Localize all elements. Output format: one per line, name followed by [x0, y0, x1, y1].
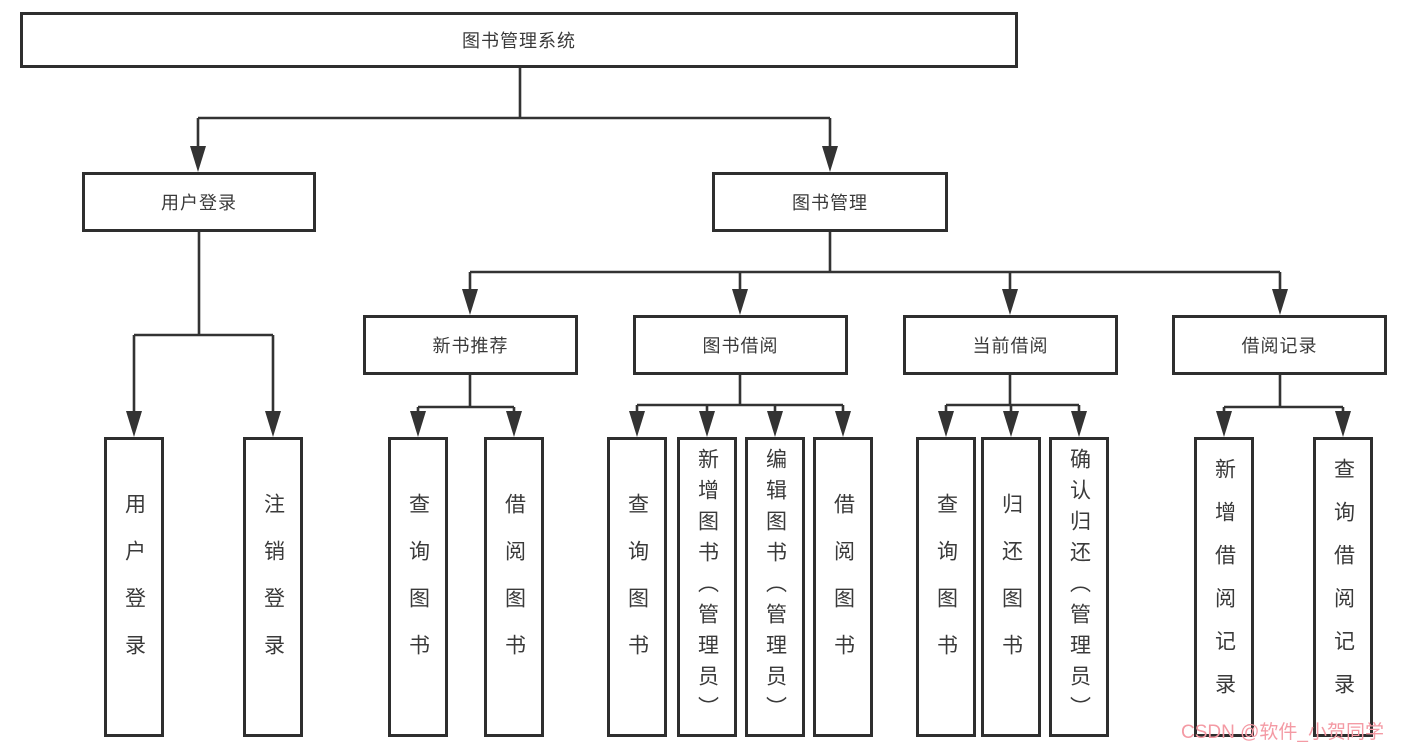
- leaf-cb-query-books: 查询图书: [916, 437, 976, 737]
- node-label: 确认归还（管理员）: [1067, 447, 1091, 727]
- leaf-nbr-borrow-books: 借阅图书: [484, 437, 544, 737]
- leaf-br-add-record: 新增借阅记录: [1194, 437, 1254, 737]
- leaf-user-login: 用户登录: [104, 437, 164, 737]
- node-label: 用户登录: [122, 493, 146, 681]
- node-label: 图书管理: [792, 193, 868, 213]
- node-label: 图书管理系统: [462, 31, 576, 51]
- leaf-cb-confirm-return-admin: 确认归还（管理员）: [1049, 437, 1109, 737]
- node-label: 借阅记录: [1241, 336, 1318, 356]
- node-label: 查询图书: [625, 493, 649, 681]
- leaf-bb-edit-books-admin: 编辑图书（管理员）: [745, 437, 805, 737]
- node-current-borrow: 当前借阅: [903, 315, 1118, 375]
- node-label: 借阅图书: [831, 493, 855, 681]
- leaf-cb-return-books: 归还图书: [981, 437, 1041, 737]
- node-label: 用户登录: [161, 193, 237, 213]
- leaf-bb-add-books-admin: 新增图书（管理员）: [677, 437, 737, 737]
- node-new-book-recommend: 新书推荐: [363, 315, 578, 375]
- node-label: 编辑图书（管理员）: [763, 447, 787, 727]
- node-library-system: 图书管理系统: [20, 12, 1018, 68]
- node-label: 查询图书: [934, 493, 958, 681]
- node-label: 查询借阅记录: [1331, 458, 1355, 716]
- arrowheads: [126, 146, 1351, 437]
- leaf-br-query-record: 查询借阅记录: [1313, 437, 1373, 737]
- node-label: 查询图书: [406, 493, 430, 681]
- leaf-bb-borrow-books: 借阅图书: [813, 437, 873, 737]
- node-borrow-records: 借阅记录: [1172, 315, 1387, 375]
- node-label: 新增图书（管理员）: [695, 447, 719, 727]
- node-book-borrow: 图书借阅: [633, 315, 848, 375]
- csdn-watermark: CSDN @软件_小贺同学: [1181, 722, 1384, 743]
- node-label: 图书借阅: [702, 336, 779, 356]
- leaf-nbr-query-books: 查询图书: [388, 437, 448, 737]
- node-label: 归还图书: [999, 493, 1023, 681]
- leaf-bb-query-books: 查询图书: [607, 437, 667, 737]
- node-user-login-group: 用户登录: [82, 172, 316, 232]
- node-book-management: 图书管理: [712, 172, 948, 232]
- node-label: 注销登录: [261, 493, 285, 681]
- leaf-logout: 注销登录: [243, 437, 303, 737]
- node-label: 新书推荐: [432, 336, 509, 356]
- node-label: 借阅图书: [502, 493, 526, 681]
- node-label: 当前借阅: [972, 336, 1049, 356]
- node-label: 新增借阅记录: [1212, 458, 1236, 716]
